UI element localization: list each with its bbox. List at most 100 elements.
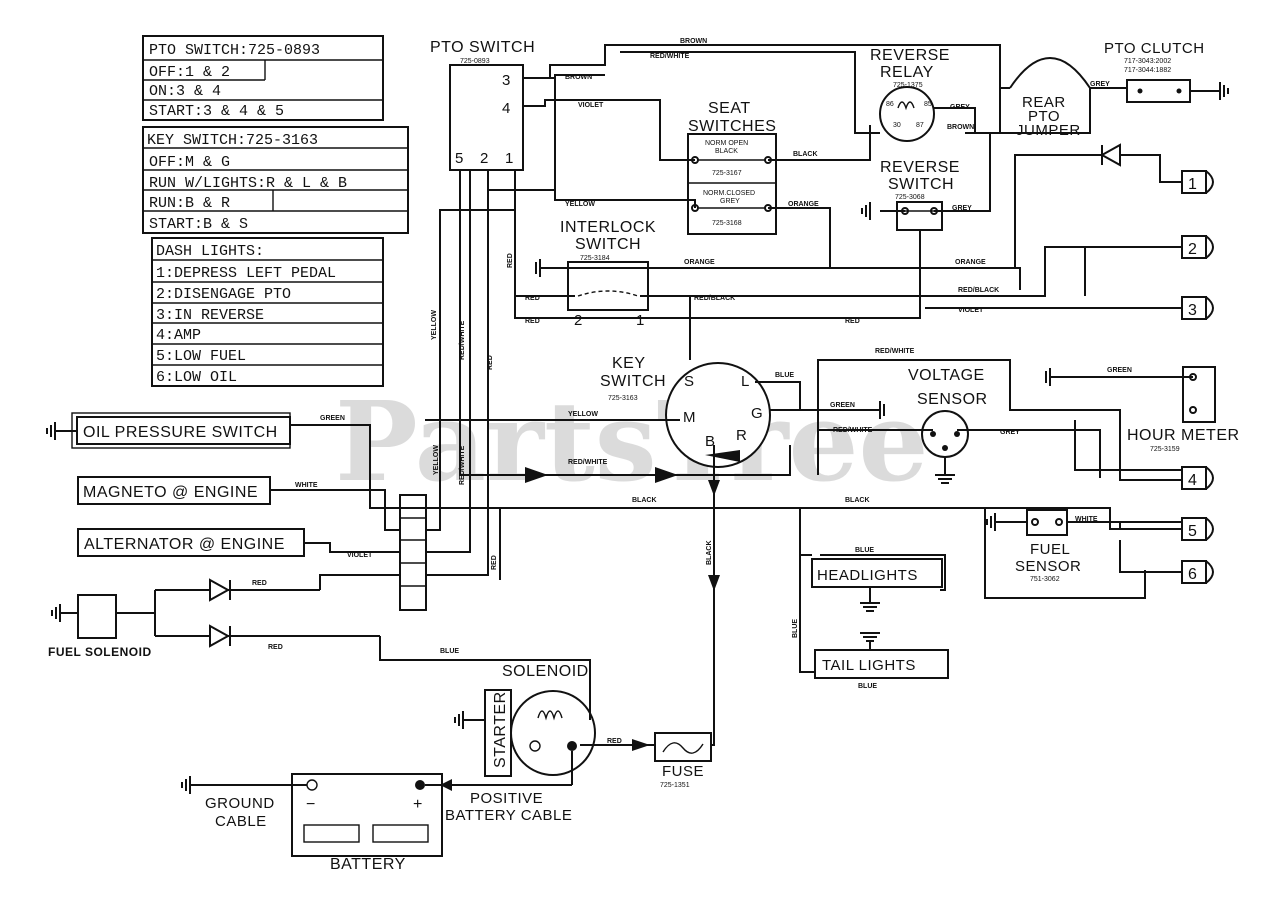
- svg-text:85: 85: [924, 101, 932, 108]
- wire-labels: BROWN RED/WHITE BROWN VIOLET BLACK GREY …: [252, 38, 1132, 745]
- dash-lights-table: DASH LIGHTS: 1:DEPRESS LEFT PEDAL 2:DISE…: [151, 237, 384, 387]
- svg-text:BLACK: BLACK: [793, 151, 818, 158]
- svg-text:GROUND: GROUND: [205, 795, 275, 812]
- pto-table-title: PTO SWITCH:725-0893: [149, 42, 320, 59]
- svg-text:INTERLOCK: INTERLOCK: [560, 219, 656, 236]
- svg-text:725-3184: 725-3184: [580, 255, 610, 262]
- dash-table-row: 4:AMP: [156, 327, 201, 344]
- svg-text:1: 1: [505, 150, 514, 167]
- svg-text:2: 2: [480, 150, 489, 167]
- svg-text:725-3168: 725-3168: [712, 220, 742, 227]
- svg-text:WHITE: WHITE: [295, 482, 318, 489]
- svg-text:GREY: GREY: [952, 205, 972, 212]
- key-table-title: KEY SWITCH:725-3163: [147, 132, 318, 149]
- svg-text:2: 2: [574, 312, 583, 329]
- svg-text:725-3159: 725-3159: [1150, 446, 1180, 453]
- key-table-row: RUN W/LIGHTS:R & L & B: [149, 175, 347, 192]
- svg-text:BATTERY: BATTERY: [330, 856, 406, 873]
- svg-text:SENSOR: SENSOR: [917, 391, 988, 408]
- svg-text:SEAT: SEAT: [708, 100, 751, 117]
- pto-table-row: START:3 & 4 & 5: [149, 103, 284, 120]
- svg-text:6: 6: [1188, 566, 1197, 583]
- seat-switches: SEAT SWITCHES NORM OPEN BLACK 725-3167 N…: [687, 100, 777, 235]
- svg-text:4: 4: [1188, 472, 1197, 489]
- interlock-switch: INTERLOCK SWITCH 725-3184 2 1: [560, 219, 656, 329]
- reverse-relay: REVERSE RELAY 725-1375 86 85 30 87: [870, 47, 949, 142]
- headlights: HEADLIGHTS: [811, 558, 943, 612]
- lamp-3: 3: [1181, 296, 1214, 320]
- svg-text:3: 3: [1188, 302, 1197, 319]
- svg-text:GREY: GREY: [950, 104, 970, 111]
- svg-text:FUSE: FUSE: [662, 763, 704, 780]
- svg-text:GREY: GREY: [720, 198, 740, 205]
- svg-text:RED: RED: [525, 318, 540, 325]
- dash-table-title: DASH LIGHTS:: [156, 243, 264, 260]
- svg-text:RELAY: RELAY: [880, 64, 934, 81]
- svg-text:SWITCH: SWITCH: [600, 373, 666, 390]
- svg-text:KEY: KEY: [612, 355, 646, 372]
- pto-clutch: PTO CLUTCH 717-3043:2002 717-3044:1882: [1104, 40, 1229, 103]
- svg-text:BLUE: BLUE: [775, 372, 794, 379]
- svg-text:RED/BLACK: RED/BLACK: [958, 287, 999, 294]
- hour-meter: HOUR METER 725-3159: [1127, 366, 1240, 453]
- svg-text:725-1351: 725-1351: [660, 782, 690, 789]
- svg-text:BLUE: BLUE: [792, 619, 799, 638]
- svg-text:1: 1: [636, 312, 645, 329]
- svg-text:NORM.CLOSED: NORM.CLOSED: [703, 190, 755, 197]
- svg-text:RED/WHITE: RED/WHITE: [459, 445, 466, 485]
- svg-text:BLACK: BLACK: [706, 541, 713, 566]
- starter-label: STARTER: [492, 691, 509, 768]
- key-table-row: RUN:B & R: [149, 195, 230, 212]
- svg-text:RED/WHITE: RED/WHITE: [875, 348, 915, 355]
- svg-text:ORANGE: ORANGE: [788, 201, 819, 208]
- pto-switch: PTO SWITCH 725-0893 3 4 5 2 1: [430, 39, 535, 171]
- connector-block: [399, 494, 427, 611]
- svg-text:RED/WHITE: RED/WHITE: [568, 459, 608, 466]
- svg-text:5: 5: [1188, 523, 1197, 540]
- dash-table-row: 6:LOW OIL: [156, 369, 237, 386]
- svg-text:RED: RED: [845, 318, 860, 325]
- svg-text:VOLTAGE: VOLTAGE: [908, 367, 985, 384]
- svg-text:BLUE: BLUE: [858, 683, 877, 690]
- svg-text:GREEN: GREEN: [1107, 367, 1132, 374]
- svg-text:725-0893: 725-0893: [460, 58, 490, 65]
- svg-text:RED/WHITE: RED/WHITE: [833, 427, 873, 434]
- reverse-switch: REVERSE SWITCH 725-3068: [880, 159, 960, 231]
- dash-table-row: 2:DISENGAGE PTO: [156, 286, 291, 303]
- positive-battery-cable: POSITIVE BATTERY CABLE: [425, 751, 573, 824]
- svg-text:RED/WHITE: RED/WHITE: [650, 53, 690, 60]
- svg-text:−: −: [306, 796, 316, 813]
- svg-text:HOUR METER: HOUR METER: [1127, 427, 1240, 444]
- svg-text:751-3062: 751-3062: [1030, 576, 1060, 583]
- svg-text:GREEN: GREEN: [830, 402, 855, 409]
- svg-text:725-3068: 725-3068: [895, 194, 925, 201]
- svg-text:RED: RED: [268, 644, 283, 651]
- svg-text:TAIL LIGHTS: TAIL LIGHTS: [822, 657, 916, 674]
- svg-text:PTO CLUTCH: PTO CLUTCH: [1104, 40, 1205, 57]
- ground-cable: GROUND CABLE: [181, 776, 307, 830]
- svg-text:+: +: [413, 796, 423, 813]
- svg-text:725-3163: 725-3163: [608, 395, 638, 402]
- key-table-row: START:B & S: [149, 216, 248, 233]
- svg-text:BROWN: BROWN: [680, 38, 707, 45]
- svg-text:2: 2: [1188, 241, 1197, 258]
- svg-text:RED/BLACK: RED/BLACK: [694, 295, 735, 302]
- svg-text:RED: RED: [487, 355, 494, 370]
- svg-text:ORANGE: ORANGE: [684, 259, 715, 266]
- key-switch: KEY SWITCH 725-3163 S L M G B R: [600, 355, 771, 468]
- svg-text:BROWN: BROWN: [565, 74, 592, 81]
- svg-text:BLACK: BLACK: [632, 497, 657, 504]
- svg-text:R: R: [736, 427, 747, 444]
- svg-text:YELLOW: YELLOW: [565, 201, 595, 208]
- svg-text:4: 4: [502, 100, 511, 117]
- rear-pto-jumper: REAR PTO JUMPER: [1009, 57, 1091, 139]
- svg-text:REVERSE: REVERSE: [880, 159, 960, 176]
- svg-text:M: M: [683, 409, 696, 426]
- svg-text:YELLOW: YELLOW: [431, 310, 438, 340]
- svg-text:RED: RED: [491, 555, 498, 570]
- svg-text:RED: RED: [252, 580, 267, 587]
- svg-text:RED: RED: [507, 253, 514, 268]
- svg-text:VIOLET: VIOLET: [958, 307, 984, 314]
- oil-pressure-switch: OIL PRESSURE SWITCH: [46, 412, 291, 449]
- svg-text:3: 3: [502, 72, 511, 89]
